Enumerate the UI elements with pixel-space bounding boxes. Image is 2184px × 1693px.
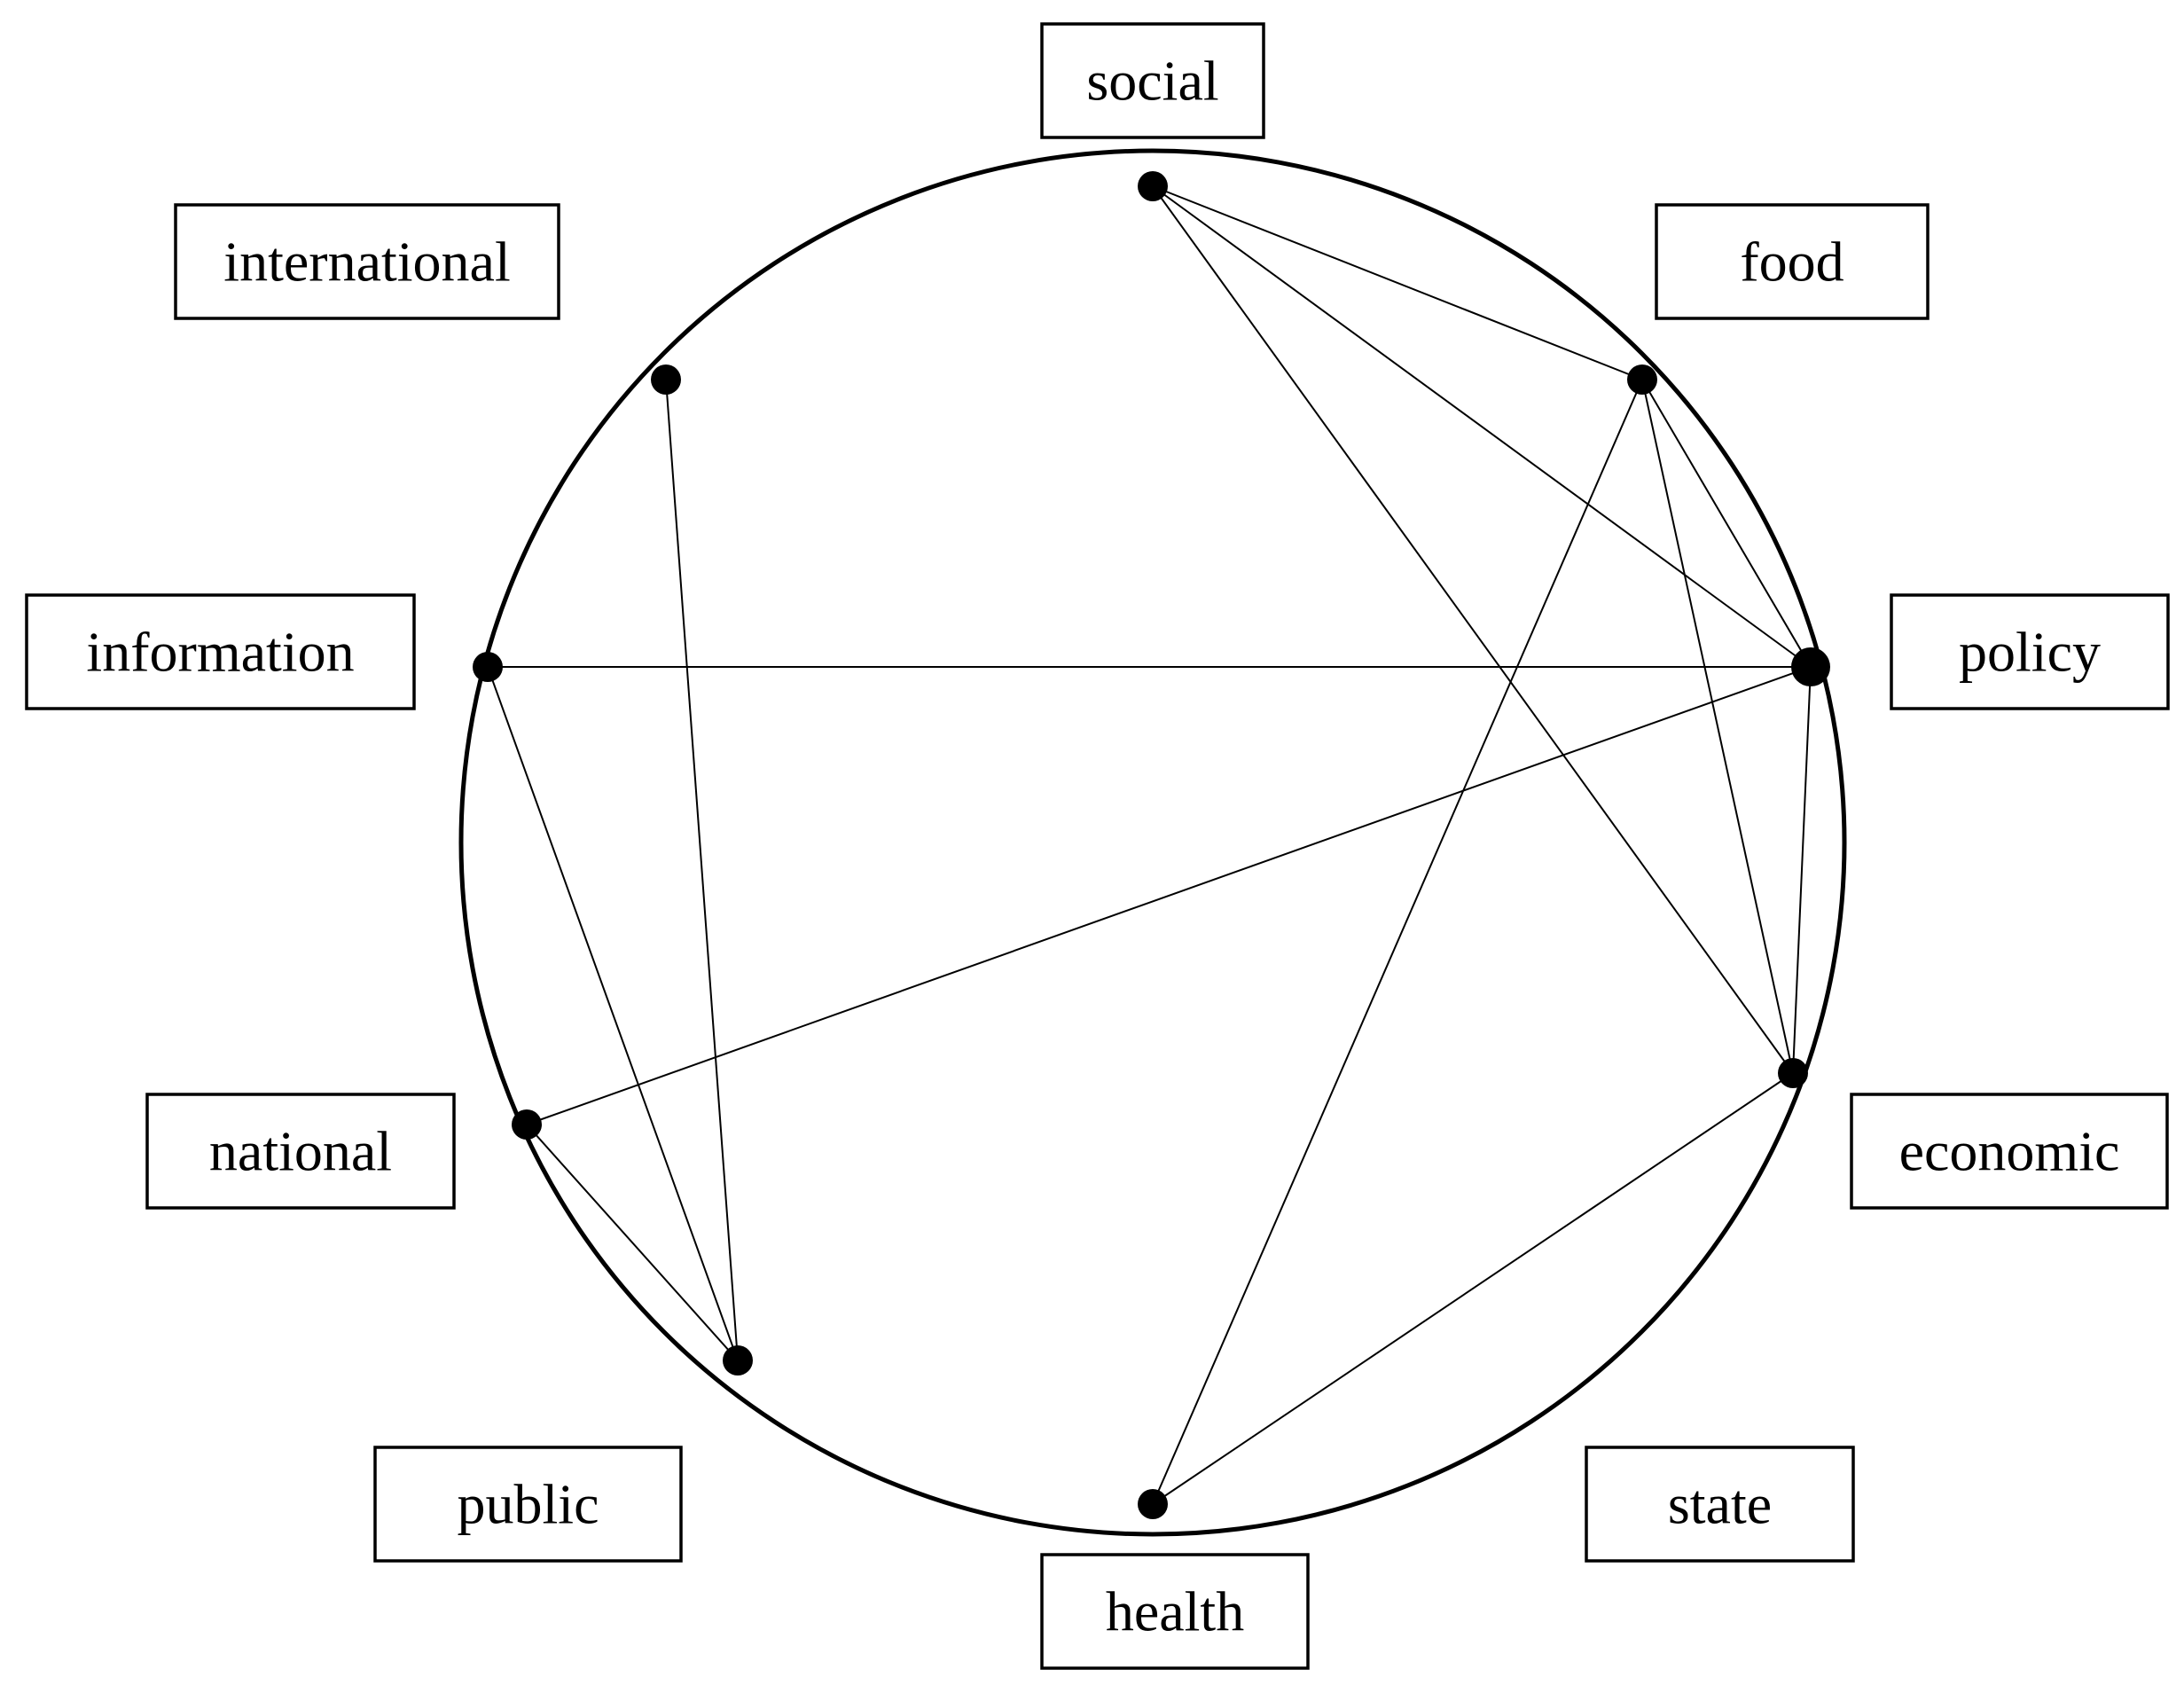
- label-box: [1040, 22, 1265, 139]
- edge-social-economic: [1152, 185, 1794, 1074]
- label-text: social: [1086, 50, 1218, 113]
- node-dots-layer: [473, 171, 1830, 1519]
- edge-social-policy: [1152, 185, 1812, 668]
- edge-social-food: [1152, 185, 1643, 380]
- label-text: policy: [1959, 621, 2101, 684]
- label-box: [1655, 203, 1930, 320]
- node-label-public: public: [373, 1446, 683, 1563]
- label-box: [174, 203, 560, 320]
- label-box: [1890, 593, 2170, 710]
- node-dot-policy: [1791, 647, 1830, 686]
- node-label-policy: policy: [1890, 593, 2170, 710]
- node-label-state: state: [1585, 1446, 1855, 1563]
- node-label-social: social: [1040, 22, 1265, 139]
- node-dot-national: [512, 1109, 542, 1140]
- node-dot-food: [1627, 364, 1657, 395]
- node-dot-public: [723, 1345, 753, 1376]
- node-dot-social: [1138, 171, 1168, 201]
- edge-economic-health: [1152, 1072, 1794, 1505]
- label-box: [25, 593, 416, 710]
- node-dot-information: [473, 652, 503, 682]
- node-label-information: information: [25, 593, 416, 710]
- label-box: [373, 1446, 683, 1563]
- label-text: food: [1740, 231, 1843, 294]
- node-label-food: food: [1655, 203, 1930, 320]
- node-dot-economic: [1778, 1058, 1808, 1088]
- label-text: health: [1106, 1580, 1244, 1643]
- edge-information-public: [487, 666, 739, 1361]
- label-box: [1585, 1446, 1855, 1563]
- edge-food-economic: [1641, 379, 1794, 1074]
- label-text: information: [86, 621, 354, 684]
- node-label-health: health: [1040, 1553, 1310, 1670]
- edge-food-health: [1152, 379, 1643, 1505]
- edge-national-public: [526, 1124, 739, 1361]
- label-text: public: [458, 1473, 599, 1536]
- label-text: economic: [1899, 1120, 2120, 1183]
- edge-food-policy: [1641, 379, 1812, 668]
- node-labels-layer: social food policy economic state health publi…: [25, 22, 2170, 1670]
- node-dot-health: [1138, 1489, 1168, 1519]
- circle-outline: [458, 148, 1847, 1537]
- label-box: [1040, 1553, 1310, 1670]
- label-text: state: [1668, 1473, 1772, 1536]
- label-text: national: [209, 1120, 392, 1183]
- label-box: [1850, 1093, 2169, 1210]
- edge-policy-national: [526, 666, 1812, 1125]
- node-label-international: international: [174, 203, 560, 320]
- label-box: [145, 1093, 456, 1210]
- edge-international-public: [665, 379, 739, 1361]
- label-text: international: [223, 231, 510, 294]
- node-label-national: national: [145, 1093, 456, 1210]
- node-dot-international: [651, 364, 681, 395]
- edge-policy-economic: [1792, 666, 1812, 1074]
- node-label-economic: economic: [1850, 1093, 2169, 1210]
- edges-layer: [487, 185, 1812, 1505]
